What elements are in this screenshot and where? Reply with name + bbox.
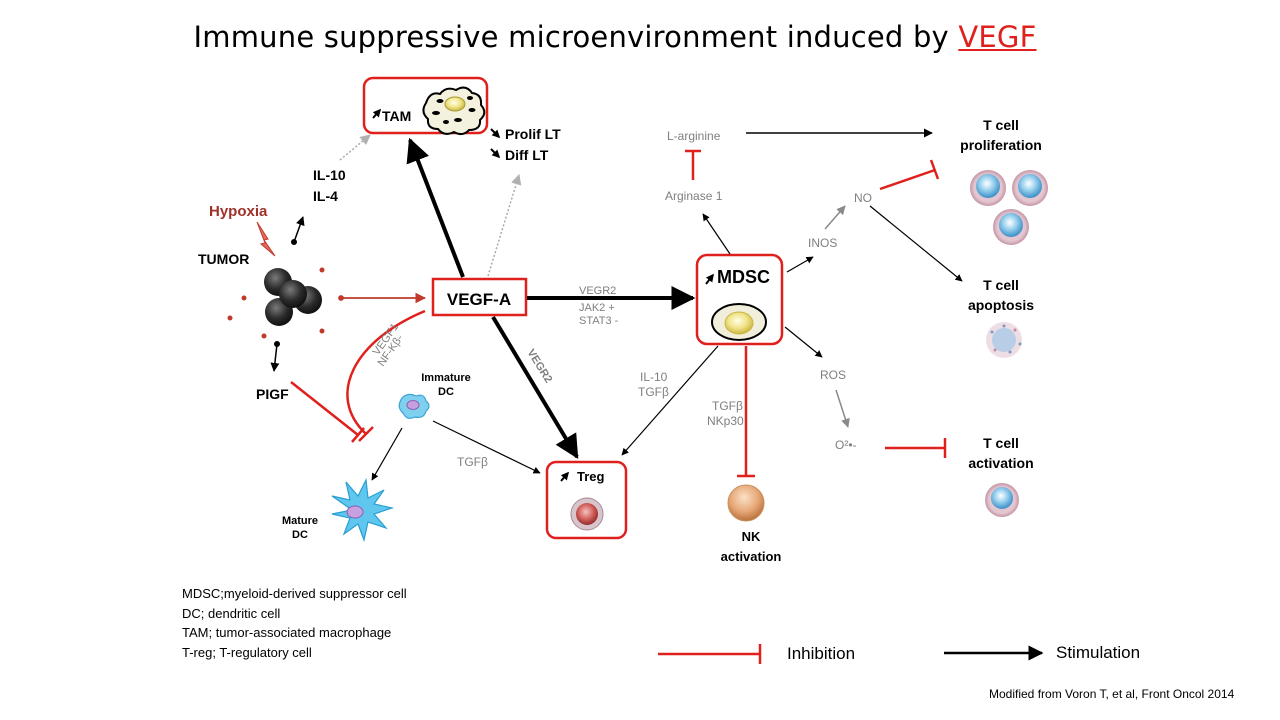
tcell-activation-icon	[985, 483, 1019, 517]
title-text: Immune suppressive microenvironment indu…	[193, 20, 959, 54]
nk-label-2: activation	[721, 549, 782, 564]
no-label: NO	[854, 191, 872, 205]
citation: Modified from Voron T, et al, Front Onco…	[989, 687, 1235, 701]
tumor-cells-icon	[227, 267, 325, 339]
pigf-inhibit-dc	[290, 381, 359, 436]
nk-label-1: NK	[742, 529, 761, 544]
vegfa-to-treg-arrow	[491, 315, 579, 460]
vegfa-inhibit-bar	[358, 426, 374, 442]
mdsc-to-ros-arrow	[784, 326, 823, 358]
vegr2-label: VEGR2	[579, 285, 616, 297]
tcell-act-label-1: T cell	[983, 435, 1019, 451]
apoptotic-cell-icon	[986, 322, 1022, 358]
nk-cell-icon	[727, 484, 765, 522]
ros-to-o2-arrow	[835, 389, 850, 428]
legend-inhibition-label: Inhibition	[787, 644, 855, 663]
tgfb-a-label: TGFβ	[638, 385, 669, 399]
tcell-prolif-label-2: proliferation	[960, 137, 1042, 153]
il10-b-label: IL-10	[640, 370, 668, 384]
tam-up-arrow	[372, 108, 382, 119]
mdsc-up-arrow	[705, 273, 714, 285]
immature-label-2: DC	[438, 386, 454, 398]
vegfa-inhibit-dc	[346, 309, 426, 435]
legend: Inhibition Stimulation	[658, 643, 1140, 664]
mdsc-cell-icon	[711, 303, 767, 341]
vegfa-label: VEGF-A	[447, 290, 511, 309]
hypoxia-label: Hypoxia	[209, 203, 268, 220]
inos-to-no-arrow	[824, 205, 846, 230]
no-to-apoptosis-arrow	[869, 205, 963, 282]
tam-label: TAM	[382, 108, 411, 124]
vegfa-box	[431, 277, 528, 317]
abbrev-mdsc: MDSC;myeloid-derived suppressor cell	[182, 586, 407, 601]
dc-to-mature-arrow	[371, 427, 403, 481]
page-title: Immune suppressive microenvironment indu…	[0, 20, 1230, 54]
mdsc-to-inos-arrow	[786, 256, 814, 273]
abbrev-tam: TAM; tumor-associated macrophage	[182, 625, 391, 640]
tcell-apop-label-1: T cell	[983, 277, 1019, 293]
larginine-label: L-arginine	[667, 129, 721, 143]
treg-label: Treg	[577, 469, 605, 484]
inos-label: INOS	[808, 236, 837, 250]
il4-label: IL-4	[313, 188, 338, 204]
no-inhibit-bar	[929, 159, 940, 180]
pigf-label: PIGF	[256, 386, 289, 402]
abbrev-treg: T-reg; T-regulatory cell	[182, 645, 312, 660]
tcell-apop-label-2: apoptosis	[968, 297, 1034, 313]
ros-label: ROS	[820, 368, 846, 382]
lightning-icon	[256, 221, 276, 257]
legend-stimulation-label: Stimulation	[1056, 643, 1140, 662]
tumor-label: TUMOR	[198, 251, 249, 267]
o2-label: O²•-	[835, 438, 857, 452]
il10-label: IL-10	[313, 167, 346, 183]
no-inhibit-prolif	[879, 168, 936, 191]
mature-label-1: Mature	[282, 515, 318, 527]
title-highlight: VEGF	[958, 20, 1037, 54]
mdsc-to-treg-arrow	[621, 345, 719, 456]
prolif-down-arrow	[490, 128, 501, 139]
tgfb-nk-label: TGFβ	[712, 399, 743, 413]
arginase-label: Arginase 1	[665, 189, 723, 203]
stat3-label: STAT3 -	[579, 315, 619, 327]
abbrev-dc: DC; dendritic cell	[182, 606, 280, 621]
tumor-to-il-arrow	[291, 216, 305, 245]
diff-down-arrow	[490, 148, 501, 159]
tcell-prolif-icon	[970, 170, 1048, 245]
prolif-label: Prolif LT	[505, 126, 561, 142]
il-to-tam-arrow	[339, 134, 371, 161]
treg-up-arrow	[560, 471, 570, 482]
jak2-label: JAK2 +	[579, 302, 615, 314]
tcell-act-label-2: activation	[968, 455, 1033, 471]
abbreviations: MDSC;myeloid-derived suppressor cell DC;…	[182, 586, 407, 660]
dc-to-treg-arrow	[432, 420, 541, 474]
tgfb-dc-label: TGFβ	[457, 455, 488, 469]
diff-label: Diff LT	[505, 147, 549, 163]
nkp30-label: NKp30	[707, 414, 744, 428]
tcell-prolif-label-1: T cell	[983, 117, 1019, 133]
tam-cell-icon	[422, 86, 486, 136]
mdsc-to-arginase-arrow	[702, 213, 731, 255]
vegfa-to-tam-arrow	[406, 137, 465, 278]
immature-dc-icon	[398, 393, 430, 419]
immature-label-1: Immature	[421, 372, 471, 384]
vegfa-to-difflt-arrow	[487, 173, 522, 277]
treg-cell-icon	[570, 497, 604, 531]
tumor-to-pigf-arrow	[270, 341, 280, 372]
mature-dc-icon	[331, 477, 395, 543]
mature-label-2: DC	[292, 529, 308, 541]
mdsc-label: MDSC	[717, 267, 770, 287]
